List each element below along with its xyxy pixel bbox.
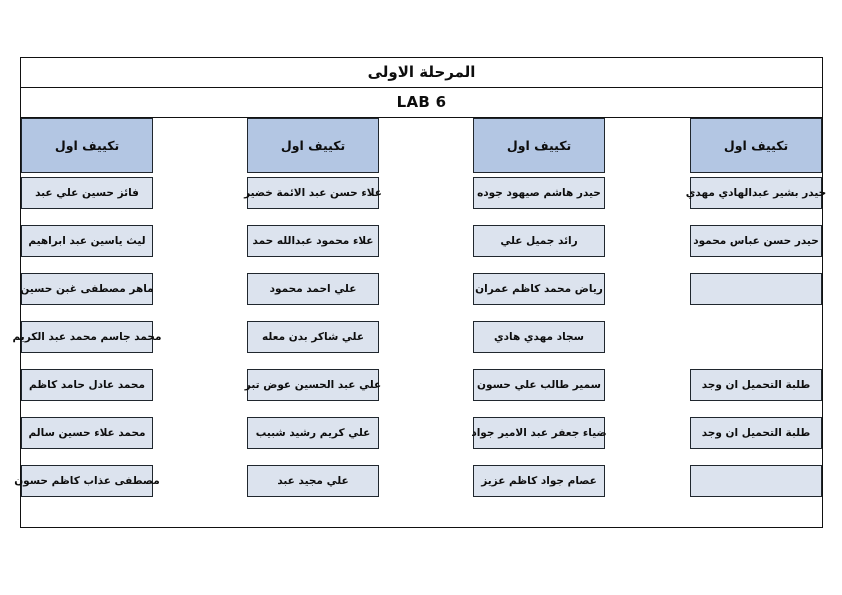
student-name: علي احمد محمود	[269, 283, 357, 295]
column-spacer	[153, 118, 247, 526]
column-spacer	[379, 118, 473, 526]
student-name: علي عبد الحسين عوض تبر	[244, 379, 382, 391]
student-cell[interactable]: ليث ياسين عبد ابراهيم	[21, 225, 153, 257]
student-cell[interactable]: مصطفى عذاب كاظم حسون	[14, 465, 160, 497]
group-header-label: تكييف اول	[54, 138, 120, 153]
student-cell-missing	[690, 321, 822, 353]
group-column-3: تكييف اول حيدر هاشم صيهود جوده رائد جميل…	[471, 118, 607, 526]
student-cell[interactable]: محمد علاء حسين سالم	[21, 417, 153, 449]
student-name: علاء حسن عبد الائمة خضير	[244, 187, 382, 199]
student-cell[interactable]: سجاد مهدي هادي	[473, 321, 605, 353]
group-column-2: تكييف اول علاء حسن عبد الائمة خضير علاء …	[244, 118, 382, 526]
student-name: حيدر بشير عبدالهادي مهدي	[685, 187, 827, 199]
student-cell-empty[interactable]	[690, 465, 822, 497]
student-name: محمد عادل حامد كاظم	[29, 379, 146, 391]
student-name: سمير طالب علي حسون	[477, 379, 601, 391]
group-header-2: تكييف اول	[247, 118, 379, 173]
student-name: ليث ياسين عبد ابراهيم	[28, 235, 146, 247]
student-name: محمد جاسم محمد عبد الكريم	[12, 331, 162, 343]
student-name: فائز حسين علي عبد	[35, 187, 139, 199]
student-name: طلبة التحميل ان وجد	[701, 427, 811, 439]
student-name: محمد علاء حسين سالم	[28, 427, 146, 439]
student-name: علي شاكر بدن معله	[262, 331, 365, 343]
student-name: سجاد مهدي هادي	[494, 331, 584, 343]
sheet-lab-row: LAB 6	[21, 88, 822, 118]
student-cell[interactable]: علي عبد الحسين عوض تبر	[244, 369, 382, 401]
student-cell[interactable]: طلبة التحميل ان وجد	[690, 369, 822, 401]
column-spacer	[605, 118, 690, 526]
student-cell[interactable]: علي مجيد عبد	[247, 465, 379, 497]
student-name: حيدر هاشم صيهود جوده	[477, 187, 601, 199]
student-cell[interactable]: علاء حسن عبد الائمة خضير	[244, 177, 382, 209]
groups-container: تكييف اول حيدر بشير عبدالهادي مهدي حيدر …	[13, 118, 826, 526]
student-cell[interactable]: رائد جميل علي	[473, 225, 605, 257]
student-name: علاء محمود عبدالله حمد	[252, 235, 374, 247]
schedule-sheet: المرحلة الاولى LAB 6 تكييف اول حيدر بشير…	[13, 57, 826, 528]
student-name: رياض محمد كاظم عمران	[475, 283, 603, 295]
student-name: عصام جواد كاظم عزيز	[481, 475, 597, 487]
student-name: طلبة التحميل ان وجد	[701, 379, 811, 391]
student-cell[interactable]: حيدر بشير عبدالهادي مهدي	[686, 177, 826, 209]
student-cell[interactable]: حيدر حسن عباس محمود	[690, 225, 822, 257]
student-cell-empty[interactable]	[690, 273, 822, 305]
student-name: ضياء جعفر عبد الامير جواد	[471, 427, 607, 439]
page-title: المرحلة الاولى	[367, 63, 476, 81]
student-cell[interactable]: علي كريم رشيد شبيب	[247, 417, 379, 449]
group-header-label: تكييف اول	[723, 138, 789, 153]
student-name: رائد جميل علي	[500, 235, 578, 247]
student-cell[interactable]: علي شاكر بدن معله	[247, 321, 379, 353]
student-cell[interactable]: علاء محمود عبدالله حمد	[247, 225, 379, 257]
student-cell[interactable]: رياض محمد كاظم عمران	[473, 273, 605, 305]
student-cell[interactable]: محمد جاسم محمد عبد الكريم	[13, 321, 161, 353]
student-cell[interactable]: محمد عادل حامد كاظم	[21, 369, 153, 401]
student-name: ماهر مصطفى غبن حسين	[20, 283, 154, 295]
student-name: علي مجيد عبد	[277, 475, 349, 487]
student-cell[interactable]: حيدر هاشم صيهود جوده	[473, 177, 605, 209]
group-header-4: تكييف اول	[690, 118, 822, 173]
group-header-label: تكييف اول	[506, 138, 572, 153]
student-cell[interactable]: ضياء جعفر عبد الامير جواد	[471, 417, 607, 449]
student-cell[interactable]: ماهر مصطفى غبن حسين	[20, 273, 154, 305]
student-name: مصطفى عذاب كاظم حسون	[14, 475, 160, 487]
student-cell[interactable]: طلبة التحميل ان وجد	[690, 417, 822, 449]
student-cell[interactable]: فائز حسين علي عبد	[21, 177, 153, 209]
student-name: حيدر حسن عباس محمود	[693, 235, 819, 247]
lab-label: LAB 6	[396, 93, 447, 111]
student-cell[interactable]: علي احمد محمود	[247, 273, 379, 305]
student-cell[interactable]: سمير طالب علي حسون	[473, 369, 605, 401]
student-name: علي كريم رشيد شبيب	[255, 427, 371, 439]
group-header-label: تكييف اول	[280, 138, 346, 153]
group-header-3: تكييف اول	[473, 118, 605, 173]
group-column-1: تكييف اول فائز حسين علي عبد ليث ياسين عب…	[13, 118, 161, 526]
student-cell[interactable]: عصام جواد كاظم عزيز	[473, 465, 605, 497]
group-header-1: تكييف اول	[21, 118, 153, 173]
sheet-title-row: المرحلة الاولى	[21, 58, 822, 88]
group-column-4: تكييف اول حيدر بشير عبدالهادي مهدي حيدر …	[686, 118, 826, 526]
